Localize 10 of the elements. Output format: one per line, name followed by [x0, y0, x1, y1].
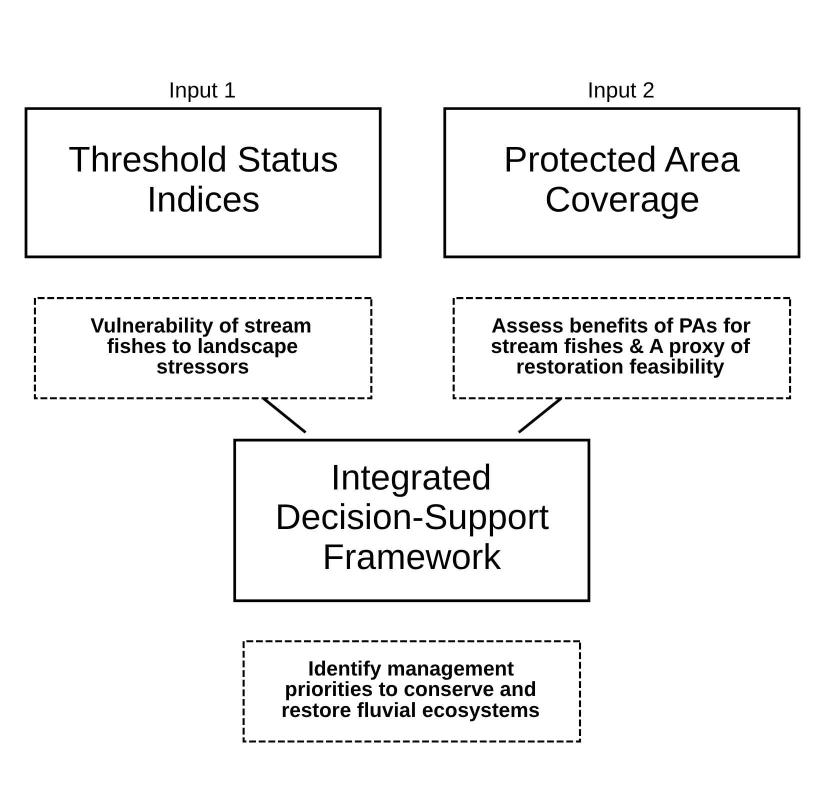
node-box: Protected Area Coverage [443, 106, 800, 258]
node-label: Input 1 [168, 76, 236, 102]
node-box: Threshold Status Indices [24, 106, 382, 258]
node-box: Assess benefits of PAs for stream fishes & A proxy of restoration feasibility [452, 296, 792, 399]
connector [262, 396, 306, 433]
node-box: Integrated Decision-Support Framework [233, 438, 590, 602]
node-box: Vulnerability of stream fishes to landscape stressors [34, 296, 372, 399]
connector [518, 396, 562, 433]
node-label: Input 2 [588, 76, 655, 102]
node-box: Identify management priorities to conserve and restore fluvial ecosystems [242, 640, 582, 742]
